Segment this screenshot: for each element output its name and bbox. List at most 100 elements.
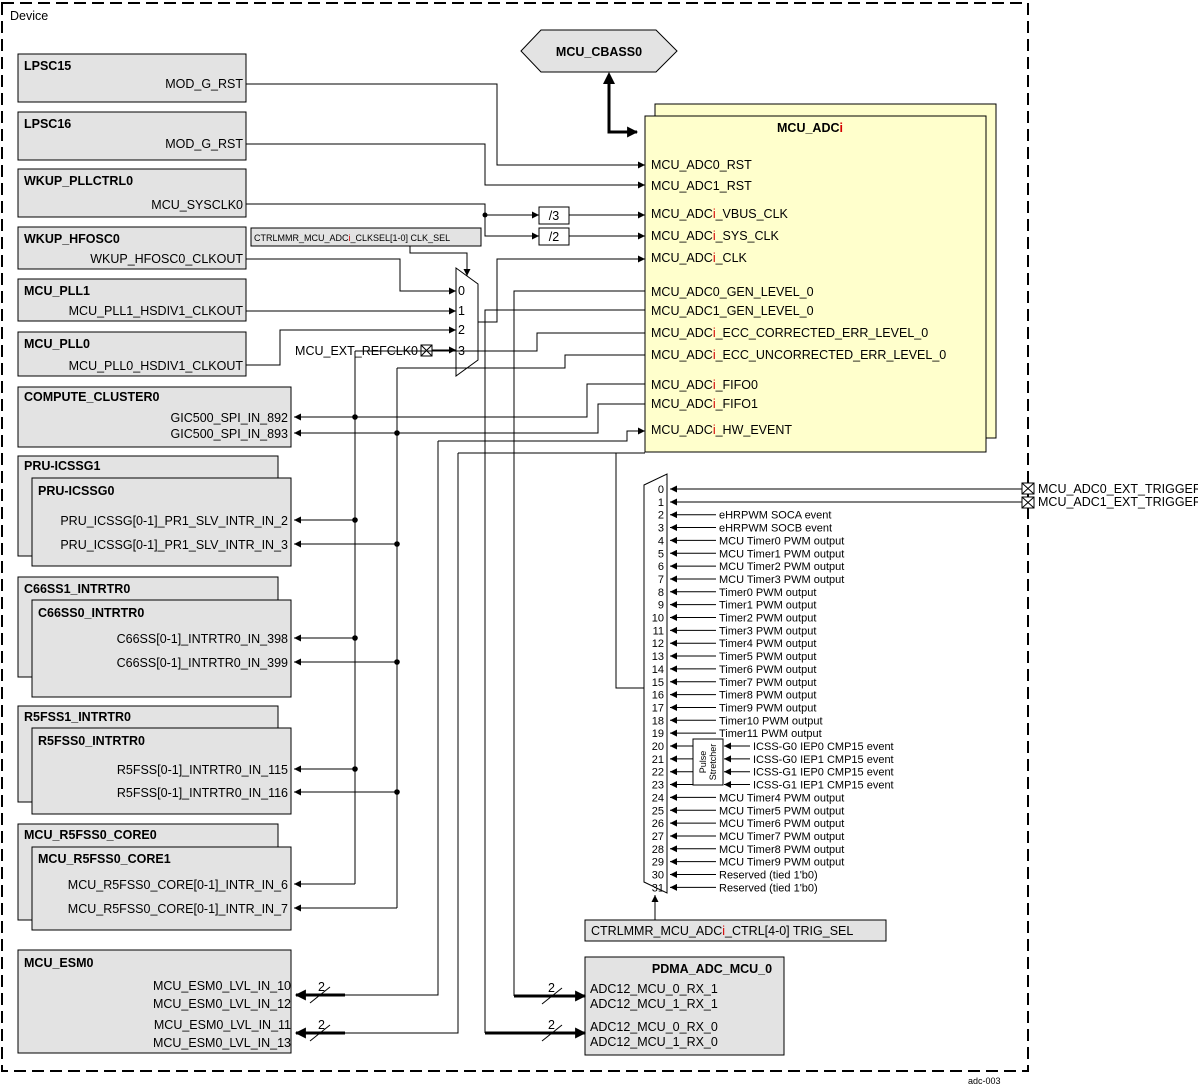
trigger-input-label-12: Timer4 PWM output	[719, 638, 816, 650]
esm-port-11: MCU_ESM0_LVL_IN_11	[154, 1018, 291, 1032]
pru-icssg0-title: PRU-ICSSG0	[38, 484, 114, 498]
adc-port-0: MCU_ADC0_RST	[651, 158, 752, 172]
trigger-input-label-29: MCU Timer9 PWM output	[719, 857, 844, 869]
trigger-input-num-0: 0	[658, 484, 664, 496]
ext-trigger-0: MCU_ADC0_EXT_TRIGGER	[1038, 482, 1198, 496]
trigger-input-num-16: 16	[652, 690, 664, 702]
mcu-core-port-6: MCU_R5FSS0_CORE[0-1]_INTR_IN_6	[68, 878, 288, 892]
trigger-input-num-6: 6	[658, 561, 664, 573]
trigger-input-label-21: ICSS-G0 IEP1 CMP15 event	[753, 754, 894, 766]
trigger-input-label-4: MCU Timer0 PWM output	[719, 535, 844, 547]
divider-2-label: /2	[549, 230, 559, 244]
trigger-input-num-5: 5	[658, 548, 664, 560]
trigger-input-label-23: ICSS-G1 IEP1 CMP15 event	[753, 780, 894, 792]
pulse-stretcher	[692, 738, 724, 786]
trigger-input-label-20: ICSS-G0 IEP0 CMP15 event	[753, 741, 894, 753]
trig-sel-label: CTRLMMR_MCU_ADCi_CTRL[4-0] TRIG_SEL	[591, 924, 853, 938]
pru-icssg1-title: PRU-ICSSG1	[24, 459, 100, 473]
pdma-port-1-0: ADC12_MCU_1_RX_0	[590, 1035, 718, 1049]
trigger-input-num-9: 9	[658, 600, 664, 612]
pulse-stretcher-label-2: Stretcher	[708, 744, 718, 781]
c66-port-399: C66SS[0-1]_INTRTR0_IN_399	[117, 656, 288, 670]
trigger-input-num-27: 27	[652, 831, 664, 843]
clksel-label: CTRLMMR_MCU_ADCi_CLKSEL[1-0] CLK_SEL	[254, 233, 450, 243]
trigger-input-label-14: Timer6 PWM output	[719, 664, 816, 676]
pdma-port-1-1: ADC12_MCU_1_RX_1	[590, 997, 718, 1011]
trigger-input-label-17: Timer9 PWM output	[719, 702, 816, 714]
lpsc15-block	[17, 53, 247, 103]
r5fss0-title: R5FSS0_INTRTR0	[38, 734, 145, 748]
pdma-title: PDMA_ADC_MCU_0	[652, 962, 772, 976]
trigger-input-num-30: 30	[652, 870, 664, 882]
adc-port-1: MCU_ADC1_RST	[651, 179, 752, 193]
clock-mux	[455, 267, 479, 377]
trigger-input-num-3: 3	[658, 523, 664, 535]
interrupt-wires	[294, 290, 645, 1042]
trigger-input-num-26: 26	[652, 818, 664, 830]
adc-port-11: MCU_ADCi_HW_EVENT	[651, 423, 792, 437]
ext-trigger-1: MCU_ADC1_EXT_TRIGGER	[1038, 495, 1198, 509]
trigger-input-num-7: 7	[658, 574, 664, 586]
compute-port-892: GIC500_SPI_IN_892	[171, 411, 288, 425]
clock-mux-in-1: 1	[458, 304, 465, 318]
trigger-input-label-27: MCU Timer7 PWM output	[719, 831, 844, 843]
trigger-input-label-6: MCU Timer2 PWM output	[719, 561, 844, 573]
compute-port-893: GIC500_SPI_IN_893	[171, 427, 288, 441]
c66ss1-title: C66SS1_INTRTR0	[24, 582, 130, 596]
trigger-input-num-4: 4	[658, 535, 664, 547]
mcu-adc-title: MCU_ADCi	[777, 121, 843, 135]
adc-port-2: MCU_ADCi_VBUS_CLK	[651, 207, 789, 221]
adc-port-6: MCU_ADC1_GEN_LEVEL_0	[651, 304, 814, 318]
trigger-input-num-28: 28	[652, 844, 664, 856]
pdma-port-0-1: ADC12_MCU_0_RX_1	[590, 982, 718, 996]
lpsc16-title: LPSC16	[24, 117, 71, 131]
trigger-input-label-25: MCU Timer5 PWM output	[719, 805, 844, 817]
compute-cluster-block	[17, 386, 292, 448]
pdma-bus-width-1: 2	[548, 981, 555, 995]
c66ss0-block	[31, 599, 292, 698]
pdma-port-0-0: ADC12_MCU_0_RX_0	[590, 1020, 718, 1034]
trigger-input-label-16: Timer8 PWM output	[719, 690, 816, 702]
mcu-cbass0-bus	[520, 29, 678, 73]
trigger-input-num-11: 11	[653, 625, 664, 637]
trigger-input-label-18: Timer10 PWM output	[719, 715, 823, 727]
trigger-input-num-8: 8	[658, 587, 664, 599]
mcu-pll0-title: MCU_PLL0	[24, 337, 90, 351]
trigger-input-num-15: 15	[652, 677, 664, 689]
pdma-block	[584, 956, 785, 1056]
mcu-pll0-block	[17, 331, 247, 377]
ext-trigger-pins	[670, 482, 1035, 509]
esm-port-12: MCU_ESM0_LVL_IN_12	[153, 997, 291, 1011]
lpsc15-port: MOD_G_RST	[165, 77, 243, 91]
pulse-stretcher-label-1: Pulse	[698, 751, 708, 774]
trigger-input-num-2: 2	[658, 510, 664, 522]
mcu-pll1-title: MCU_PLL1	[24, 284, 90, 298]
mcu-core1-title: MCU_R5FSS0_CORE1	[38, 852, 171, 866]
trigger-input-label-26: MCU Timer6 PWM output	[719, 818, 844, 830]
mcu-cbass0-label: MCU_CBASS0	[556, 45, 642, 59]
wkup-hfosc-title: WKUP_HFOSC0	[24, 232, 120, 246]
adc-port-8: MCU_ADCi_ECC_UNCORRECTED_ERR_LEVEL_0	[651, 348, 946, 362]
trigger-input-num-24: 24	[652, 792, 664, 804]
divider-3-label: /3	[549, 209, 559, 223]
trigger-input-label-5: MCU Timer1 PWM output	[719, 548, 844, 560]
trigger-input-label-10: Timer2 PWM output	[719, 613, 816, 625]
mcu-core-port-7: MCU_R5FSS0_CORE[0-1]_INTR_IN_7	[68, 902, 288, 916]
trigger-input-label-30: Reserved (tied 1'b0)	[719, 870, 818, 882]
trigger-input-label-24: MCU Timer4 PWM output	[719, 792, 844, 804]
lpsc16-block	[17, 111, 247, 161]
trigger-input-num-10: 10	[652, 613, 664, 625]
device-boundary	[1, 2, 1029, 1072]
trigger-input-num-21: 21	[652, 754, 664, 766]
mcu-pll0-port: MCU_PLL0_HSDIV1_CLKOUT	[69, 359, 244, 373]
trigger-input-label-13: Timer5 PWM output	[719, 651, 816, 663]
trigger-input-label-31: Reserved (tied 1'b0)	[719, 882, 818, 894]
mcu-core0-title: MCU_R5FSS0_CORE0	[24, 828, 157, 842]
wkup-hfosc-port: WKUP_HFOSC0_CLKOUT	[90, 252, 243, 266]
trigger-input-num-19: 19	[652, 728, 664, 740]
device-label: Device	[10, 9, 48, 23]
adc-port-10: MCU_ADCi_FIFO1	[651, 397, 758, 411]
adc-ports: MCU_ADC0_RST MCU_ADC1_RST MCU_ADCi_VBUS_CL…	[651, 158, 946, 437]
trigger-input-num-20: 20	[652, 741, 664, 753]
